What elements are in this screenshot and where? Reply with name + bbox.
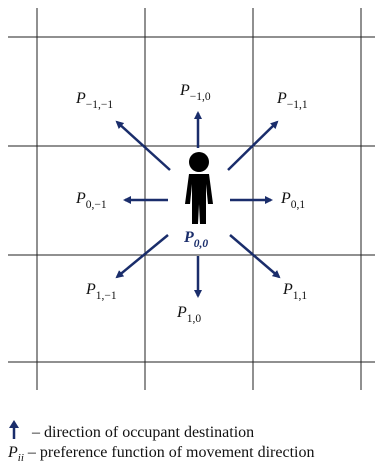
grid-diagram: P−1,−1 P−1,0 P−1,1 P0,−1 P0,1 P1,−1 P1,0… [8, 8, 375, 390]
legend-pref-symbol: Pii [8, 444, 24, 465]
occupant-person-icon [185, 152, 213, 224]
arrow-down-left [115, 234, 169, 279]
label-p-1-0: P1,0 [176, 304, 201, 325]
legend-destination-text: – direction of occupant destination [32, 424, 255, 441]
label-p-0-1: P0,1 [280, 190, 305, 211]
legend-destination: – direction of occupant destination [8, 420, 254, 442]
label-p-m1-m1: P−1,−1 [75, 90, 113, 111]
label-p-m1-0: P−1,0 [179, 82, 211, 103]
arrow-up-right [227, 120, 279, 171]
label-p-m1-1: P−1,1 [276, 90, 308, 111]
arrow-down-right [229, 234, 281, 279]
legend-preference: Pii – preference function of movement di… [8, 444, 314, 464]
label-p-0-m1: P0,−1 [75, 190, 107, 211]
legend-pref-text: – preference function of movement direct… [27, 444, 315, 461]
label-p-0-0: P0,0 [183, 229, 208, 250]
direction-arrows [115, 111, 281, 298]
label-p-1-m1: P1,−1 [85, 281, 117, 302]
label-p-1-1: P1,1 [282, 281, 307, 302]
up-arrow-icon [9, 420, 19, 439]
grid-lines [8, 8, 375, 390]
arrow-up-left [115, 120, 171, 171]
